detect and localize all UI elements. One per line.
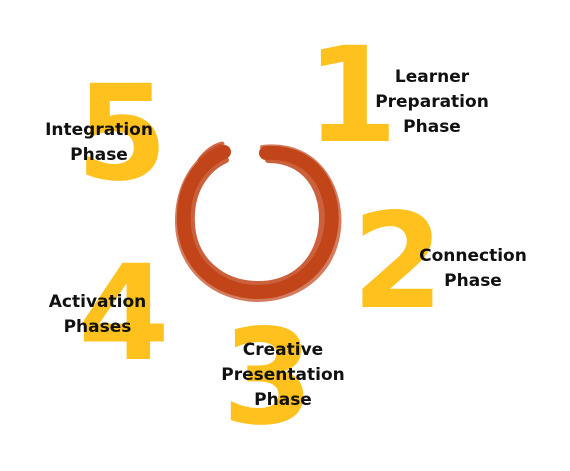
phase-1-label-line-2: Preparation <box>375 92 489 112</box>
phase-4-label-line-1: Activation <box>48 292 147 312</box>
phase-5-label: Integration Phase <box>24 118 174 168</box>
phase-5-label-line-2: Phase <box>70 145 128 165</box>
phase-3-label-line-2: Presentation <box>221 365 345 385</box>
phase-3-label: Creative Presentation Phase <box>198 338 368 413</box>
phase-4-number: 4 <box>78 237 170 391</box>
phase-2-label-line-2: Phase <box>444 271 502 291</box>
phase-1-label: Learner Preparation Phase <box>347 65 517 140</box>
phase-2-label-line-1: Connection <box>419 246 527 266</box>
phase-5-number: 5 <box>76 57 168 211</box>
phase-1-number: 1 <box>306 19 398 173</box>
phase-3-label-line-1: Creative <box>242 340 324 360</box>
enso-top-splash <box>197 141 225 163</box>
enso-outer-stroke <box>174 144 342 303</box>
phase-2-label: Connection Phase <box>398 244 548 294</box>
phase-1-label-line-3: Phase <box>403 117 461 137</box>
phase-4-label-line-2: Phases <box>63 317 132 337</box>
phase-3-number: 3 <box>222 301 314 455</box>
phase-4-label: Activation Phases <box>30 290 165 340</box>
enso-inner-stroke <box>188 157 325 288</box>
phase-2-number: 2 <box>352 185 444 339</box>
enso-main-stroke <box>176 145 339 300</box>
phase-1-label-line-1: Learner <box>394 67 470 87</box>
phase-5-label-line-1: Integration <box>45 120 153 140</box>
phase-3-label-line-3: Phase <box>254 390 312 410</box>
